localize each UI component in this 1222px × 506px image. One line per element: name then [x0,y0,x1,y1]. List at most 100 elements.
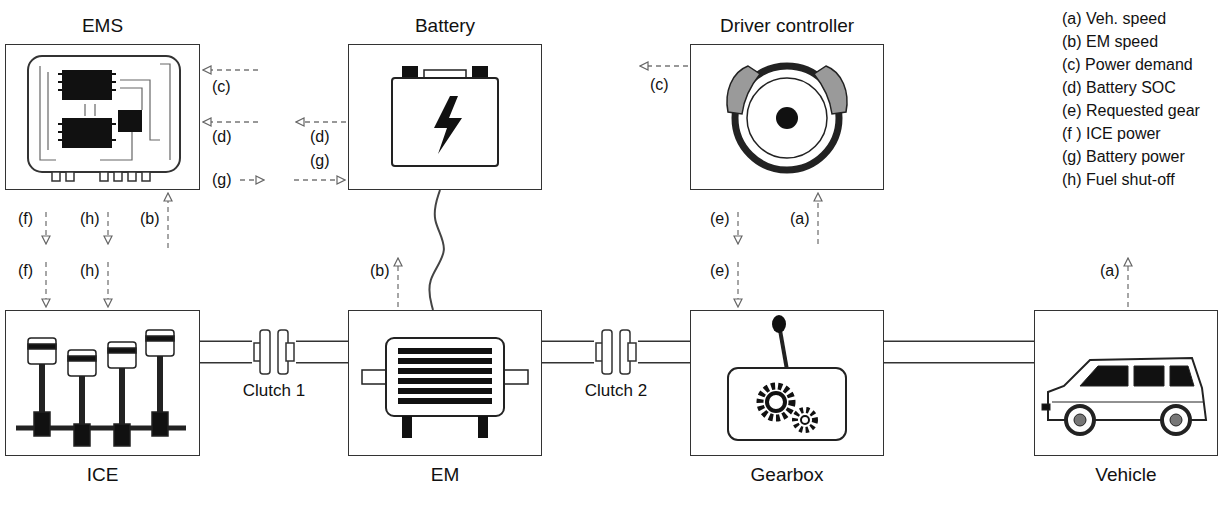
signal-arrow [240,179,264,180]
gearbox-icon [795,410,815,430]
signal-arrow [1127,258,1128,307]
motor-icon [398,378,492,384]
shaft-outline [296,341,348,364]
drive-shaft [296,352,348,353]
circuit-board-icon [52,172,150,181]
signal-arrow [737,262,738,307]
circuit-board-icon [58,74,116,140]
motor-icon [362,338,528,438]
engine-icon [74,424,90,446]
signal-label: (e) [710,262,730,280]
engine-icon [108,342,136,368]
component-box: ICE [5,310,200,456]
signal-arrow [45,262,46,307]
circuit-board-icon [40,66,56,160]
motor-icon [398,368,492,374]
engine-icon [28,338,56,364]
car-icon [1042,358,1206,434]
signal-label: (h) [80,210,100,228]
signal-label: (f) [18,262,33,280]
signal-arrow [397,258,398,307]
clutch-symbol [602,330,612,374]
legend-entry: (d) Battery SOC [1062,79,1176,97]
motor-icon [398,388,492,394]
clutch-symbol [286,343,294,361]
steering-wheel-icon [747,78,827,158]
motor-icon [398,348,492,354]
steering-wheel-icon [727,66,847,114]
clutch-symbol [260,330,270,374]
car-icon [1170,366,1194,386]
gearbox-icon [728,315,846,440]
drive-shaft [542,352,594,353]
component-name: Clutch 2 [585,382,647,401]
steering-wheel-icon [814,66,847,114]
gearbox-icon [772,315,786,333]
motor-icon [398,398,492,404]
signal-arrow [817,193,818,244]
signal-label: (c) [212,78,231,96]
component-name: Gearbox [751,465,824,486]
engine-icon [146,336,174,341]
engine-icon [39,358,45,420]
signal-arrow [46,66,1128,307]
circuit-board-icon [84,104,85,116]
drive-shaft [884,352,1034,353]
signal-arrow [203,69,258,70]
circuit-board-icon [58,73,62,75]
component-name: ICE [87,465,119,486]
engine-icon [146,330,174,356]
circuit-board-icon [114,172,122,181]
power-cable [429,190,444,310]
shaft-body [884,342,1034,362]
engine-icon [68,356,96,361]
circuit-board-icon [118,110,142,132]
legend-text: (b) EM speed [1062,33,1158,50]
car-icon [1170,414,1182,426]
battery-icon [392,78,498,166]
signal-label: (d) [212,128,232,146]
engine-icon [157,350,163,420]
clutch-symbol [628,343,636,361]
component-box: Driver controller [690,44,884,190]
legend-text: (h) Fuel shut-off [1062,171,1175,188]
circuit-board-icon [58,89,62,91]
circuit-board-icon [62,118,112,148]
motor-icon [478,416,488,438]
circuit-board-icon [58,81,62,83]
circuit-board-icon [120,88,142,110]
circuit-board-icon [66,172,74,181]
legend-entry: (e) Requested gear [1062,102,1200,120]
signal-label: (a) [1100,262,1120,280]
circuit-board-icon [28,56,180,181]
steering-wheel-icon [727,66,760,114]
motor-icon [398,348,492,404]
shaft-outline [542,341,594,364]
shaft-outline [884,341,1034,364]
engine-icon [114,424,130,446]
signal-label: (h) [80,262,100,280]
drive-shaft [638,352,690,353]
circuit-board-icon [47,72,48,150]
component-name: Driver controller [720,16,854,37]
signal-arrow [107,212,108,244]
shaft-body [200,342,252,362]
circuit-board-icon [112,81,116,83]
battery-icon [424,70,466,78]
engine-icon [108,348,136,353]
component-name: Battery [415,16,475,37]
engine-icon [119,362,125,434]
car-icon [1074,414,1086,426]
legend-text: (a) Veh. speed [1062,10,1166,27]
engine-icon [28,336,174,446]
shaft-body [542,342,594,362]
legend-entry: (h) Fuel shut-off [1062,171,1175,189]
engine-icon [16,330,186,446]
signal-label: (e) [710,210,730,228]
legend-text: (e) Requested gear [1062,102,1200,119]
circuit-board-icon [100,172,108,181]
shaft-outline [638,341,690,364]
circuit-board-icon [58,131,62,133]
engine-icon [152,412,168,436]
